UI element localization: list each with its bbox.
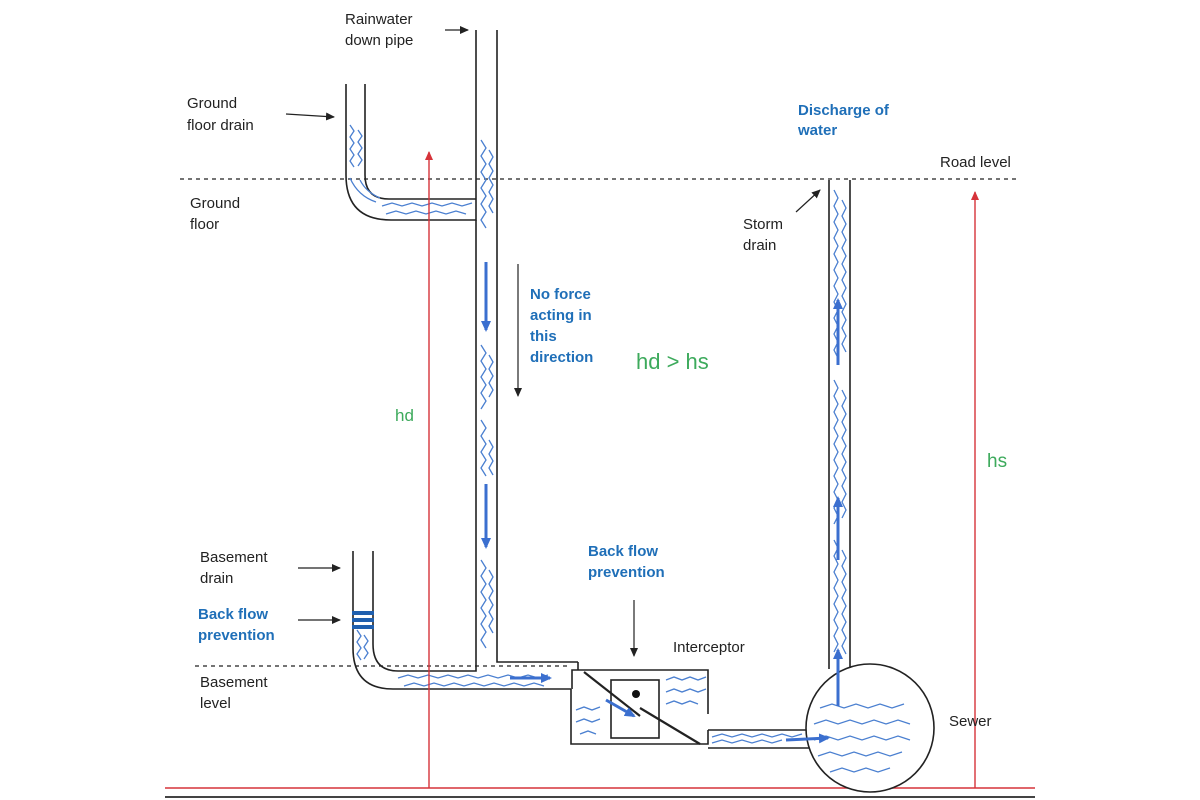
interceptor-box (570, 669, 709, 745)
rainwater-down-pipe-label: Rainwater down pipe (345, 11, 417, 49)
ground-floor-drain-pipe (345, 30, 477, 221)
rainwater-down-pipe (496, 30, 578, 663)
basement-level-label: Basement level (200, 674, 272, 712)
back-flow-prevention-left-label: Back flow prevention (198, 606, 275, 644)
basement-drain-pipe (352, 551, 571, 690)
interceptor-baffle-right (639, 707, 701, 745)
pointer-ground-floor-drain (285, 112, 335, 121)
ground-floor-label: Ground floor (190, 195, 244, 233)
interceptor-valve-pivot (632, 690, 640, 698)
storm-drain-riser (828, 180, 851, 669)
flow-arrow-right-2 (785, 733, 830, 744)
back-flow-prevention-center-label: Back flow prevention (588, 543, 665, 581)
comparison-label: hd > hs (636, 349, 709, 374)
basement-drain-label: Basement drain (200, 549, 272, 587)
discharge-of-water-label: Discharge of water (797, 102, 893, 139)
basement-drain-pipe-inner (372, 220, 477, 672)
road-level-label: Road level (940, 154, 1011, 171)
ground-floor-drain-label: Ground floor drain (187, 95, 254, 134)
flow-arrow-interceptor (605, 698, 636, 718)
ground-floor-drain-pipe-inner (364, 84, 476, 200)
interceptor-chamber (610, 679, 660, 739)
hd-label: hd (395, 406, 414, 425)
back-flow-valve-icon (352, 611, 374, 629)
sewer-inlet-pipe (708, 729, 812, 749)
hs-label: hs (987, 451, 1007, 472)
no-force-label: No force acting in this direction (530, 286, 596, 366)
interceptor-label: Interceptor (673, 639, 745, 656)
pointer-storm-drain (795, 189, 821, 213)
sewer-label: Sewer (949, 713, 992, 730)
storm-drain-label: Storm drain (743, 216, 787, 254)
sewer-chamber (805, 663, 935, 793)
water-fill (349, 124, 911, 773)
